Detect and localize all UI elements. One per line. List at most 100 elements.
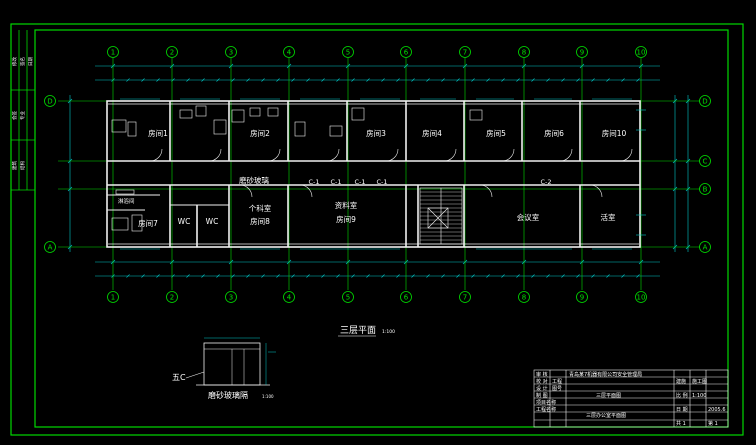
tb-left-2: 图号 xyxy=(552,386,562,392)
dim-tick xyxy=(246,78,250,82)
dim-tick xyxy=(456,78,460,82)
sidebar-text-3: 日期 xyxy=(28,57,34,66)
dim-tick xyxy=(606,274,610,278)
dim-tick xyxy=(546,274,550,278)
axis-bubble-label: 9 xyxy=(580,294,584,302)
axis-bubble-label: 3 xyxy=(229,49,233,57)
end-openings xyxy=(636,109,646,236)
tb-company: 青岛某7机器有限公司安全管理局 xyxy=(569,371,642,378)
axis-bubble xyxy=(576,291,588,303)
dim-tick xyxy=(156,274,160,278)
axis-bubble xyxy=(225,46,237,58)
dim-tick xyxy=(261,274,265,278)
dim-tick xyxy=(321,274,325,278)
dim-tick xyxy=(516,274,520,278)
dim-tick xyxy=(396,78,400,82)
dim-tick xyxy=(591,274,595,278)
axis-bubble xyxy=(699,241,711,253)
dim-tick xyxy=(636,78,640,82)
axis-bubble xyxy=(225,291,237,303)
dim-tick xyxy=(291,274,295,278)
tb-cell-5: 项目名称 xyxy=(536,399,556,406)
windows xyxy=(120,98,632,250)
dim-tick xyxy=(471,274,475,278)
tb-r3: 日 期 xyxy=(676,407,688,413)
door-tag-c2: C-2 xyxy=(540,178,551,186)
room-label-9a: 资料室 xyxy=(335,200,358,210)
dim-tick xyxy=(156,78,160,82)
dim-tick xyxy=(486,274,490,278)
axis-bubble xyxy=(44,95,56,107)
tb-v5: 第 1 xyxy=(708,420,718,427)
dim-tick xyxy=(636,274,640,278)
dimension-lines xyxy=(67,63,691,278)
plan-scale: 1:100 xyxy=(382,329,395,335)
axis-bubble xyxy=(699,155,711,167)
axis-bubble xyxy=(342,291,354,303)
axis-bubble xyxy=(699,183,711,195)
outer-border xyxy=(10,23,744,436)
room-label-glass: 磨砂玻璃 xyxy=(239,175,269,185)
dim-tick xyxy=(381,274,385,278)
dim-tick xyxy=(261,78,265,82)
dim-tick xyxy=(336,78,340,82)
dim-tick xyxy=(426,274,430,278)
axis-bubble xyxy=(635,291,647,303)
sidebar-text-4: 会签 xyxy=(11,111,18,120)
dim-tick xyxy=(411,78,415,82)
dim-tick xyxy=(486,78,490,82)
door-tag-c1a: C-1 xyxy=(308,178,319,186)
axis-bubble-label: 1 xyxy=(111,294,115,302)
axis-bubble xyxy=(635,46,647,58)
title-block xyxy=(533,369,729,428)
axis-bubble-label: 2 xyxy=(170,294,174,302)
axis-bubble xyxy=(459,291,471,303)
dim-tick xyxy=(126,78,130,82)
axis-bubble-label: 10 xyxy=(637,49,646,57)
sidebar-text-2: 签名 xyxy=(19,57,26,66)
axis-bubble xyxy=(400,46,412,58)
axis-bubble-label: B xyxy=(703,186,708,194)
tb-drawing: 三层平面图 xyxy=(596,393,621,399)
axis-bubble xyxy=(518,46,530,58)
dim-tick xyxy=(411,274,415,278)
detail-title: 磨砂玻璃隔 xyxy=(208,390,248,400)
room-label-meeting: 会议室 xyxy=(517,212,540,222)
room-label-6: 房间6 xyxy=(544,128,564,138)
sidebar-text-5: 专业 xyxy=(19,111,26,120)
axis-bubble xyxy=(342,46,354,58)
tb-r1: 建施 xyxy=(676,378,686,385)
dim-tick xyxy=(366,274,370,278)
door-tag-c1c: C-1 xyxy=(354,178,365,186)
room-label-2: 房间2 xyxy=(250,128,270,138)
axis-bubble xyxy=(283,46,295,58)
stair-treads xyxy=(420,191,462,241)
dim-tick xyxy=(141,274,145,278)
door-tag-c1d: C-1 xyxy=(376,178,387,186)
room-label-lounge: 活室 xyxy=(601,212,616,222)
room-label-10: 房间10 xyxy=(602,128,627,138)
axis-bubble-label: 5 xyxy=(346,294,350,302)
dim-tick xyxy=(606,78,610,82)
dim-tick xyxy=(141,78,145,82)
dim-tick xyxy=(231,78,235,82)
tb-r2: 比 例 xyxy=(676,392,688,399)
sidebar-text-7: 结构 xyxy=(19,161,26,170)
axis-bubble xyxy=(107,46,119,58)
axis-bubble-label: D xyxy=(47,98,52,106)
room-label-wc1: WC xyxy=(178,217,191,226)
dim-tick xyxy=(501,78,505,82)
axis-bubble xyxy=(44,241,56,253)
furniture xyxy=(111,105,483,232)
axis-bubble-label: 5 xyxy=(346,49,350,57)
axis-bubble-label: 1 xyxy=(111,49,115,57)
axis-bubble-label: C xyxy=(703,158,708,166)
dim-tick xyxy=(621,78,625,82)
dim-tick xyxy=(321,78,325,82)
axis-bubble xyxy=(166,46,178,58)
dim-tick xyxy=(381,78,385,82)
sidebar-text-1: 修改 xyxy=(11,57,18,66)
left-sidebar xyxy=(11,30,35,191)
inner-border xyxy=(34,29,729,428)
axis-bubble xyxy=(283,291,295,303)
